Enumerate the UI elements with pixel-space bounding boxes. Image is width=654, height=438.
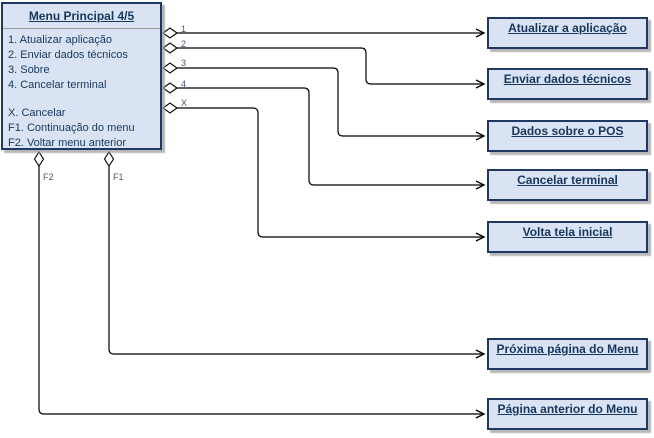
target-node-dados-sobre-pos: Dados sobre o POS <box>487 120 648 152</box>
connector-option-2 <box>177 47 486 89</box>
target-label: Atualizar a aplicação <box>508 21 627 35</box>
connector-label-1: 1 <box>181 24 187 34</box>
target-label: Cancelar terminal <box>517 173 618 187</box>
menu-principal-node: Menu Principal 4/5 1. Atualizar aplicaçã… <box>1 2 162 150</box>
menu-item-4-cancelar-terminal: 4. Cancelar terminal <box>8 79 107 91</box>
menu-principal-title: Menu Principal 4/5 <box>3 4 160 29</box>
menu-item-2-enviar-dados: 2. Enviar dados técnicos <box>8 49 128 61</box>
target-node-cancelar-terminal: Cancelar terminal <box>487 169 648 201</box>
connector-label-3: 3 <box>181 58 187 68</box>
diamond-icon-option-f1 <box>103 150 115 168</box>
connector-option-f2 <box>38 166 486 419</box>
target-label: Próxima página do Menu <box>496 342 639 356</box>
menu-item-list: 1. Atualizar aplicação 2. Enviar dados t… <box>3 29 160 151</box>
diamond-icon-option-2 <box>162 42 178 54</box>
menu-item-f1-continuacao: F1. Continuação do menu <box>8 122 135 134</box>
connector-option-4 <box>177 87 486 190</box>
diamond-icon-option-3 <box>162 62 178 74</box>
target-node-enviar-dados-tecnicos: Enviar dados técnicos <box>487 68 648 100</box>
diamond-icon-option-x <box>162 102 178 114</box>
connector-label-f2: F2 <box>43 172 54 182</box>
menu-item-1-atualizar: 1. Atualizar aplicação <box>8 34 112 46</box>
target-node-pagina-anterior-menu: Página anterior do Menu <box>487 398 648 430</box>
connector-label-2: 2 <box>181 39 187 49</box>
menu-item-f2-voltar: F2. Voltar menu anterior <box>8 137 127 149</box>
diamond-icon-option-1 <box>162 27 178 39</box>
diamond-icon-option-4 <box>162 82 178 94</box>
connector-label-4: 4 <box>181 79 187 89</box>
target-label: Enviar dados técnicos <box>503 72 632 86</box>
connector-option-3 <box>177 67 486 141</box>
target-node-atualizar-aplicacao: Atualizar a aplicação <box>487 17 648 49</box>
target-label: Dados sobre o POS <box>511 124 624 138</box>
connector-label-x: X <box>181 98 188 108</box>
connector-option-f1 <box>108 166 486 359</box>
menu-item-3-sobre: 3. Sobre <box>8 64 50 76</box>
menu-item-x-cancelar: X. Cancelar <box>8 107 66 119</box>
target-label: Página anterior do Menu <box>497 402 638 416</box>
target-node-volta-tela-inicial: Volta tela inicial <box>487 221 648 253</box>
connector-option-x <box>177 107 486 242</box>
diamond-icon-option-f2 <box>33 150 45 168</box>
connector-label-f1: F1 <box>113 172 124 182</box>
target-label: Volta tela inicial <box>522 225 613 239</box>
target-node-proxima-pagina-menu: Próxima página do Menu <box>487 338 648 370</box>
